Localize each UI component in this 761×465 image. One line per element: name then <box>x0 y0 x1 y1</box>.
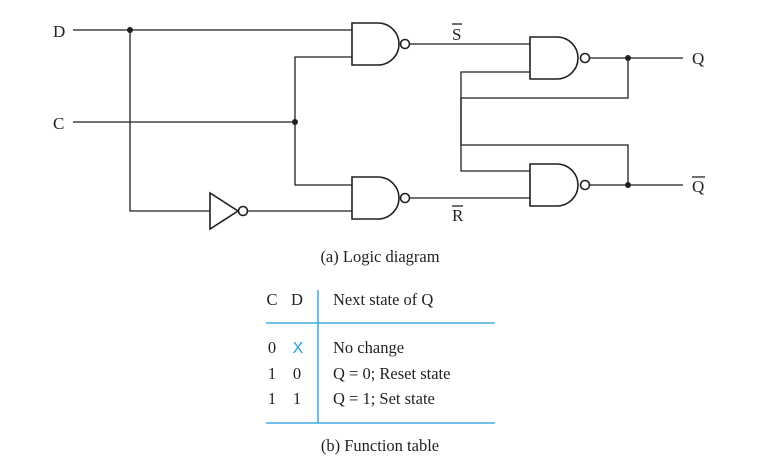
wire-c-to-top-nand <box>294 56 352 122</box>
caption-function-table: (b) Function table <box>321 436 439 455</box>
table-cell-next-state: Q = 0; Reset state <box>333 364 450 383</box>
table-row: 1 1 Q = 1; Set state <box>268 389 435 408</box>
wire-c-to-bottom-nand <box>294 122 352 186</box>
nand-gate-top-latch <box>529 36 591 80</box>
table-cell-d: 0 <box>293 364 301 383</box>
table-cell-c: 1 <box>268 364 276 383</box>
input-d-label: D <box>53 22 65 41</box>
table-header-d: D <box>291 290 303 309</box>
table-cell-next-state: No change <box>333 338 404 357</box>
function-table: C D Next state of Q 0 X No change 1 0 Q … <box>266 290 495 424</box>
table-header-c: C <box>266 290 277 309</box>
signal-r-bar-label: R <box>452 206 464 225</box>
table-row: 1 0 Q = 0; Reset state <box>268 364 451 383</box>
caption-logic-diagram: (a) Logic diagram <box>320 247 439 266</box>
input-c-label: C <box>53 114 64 133</box>
table-cell-c: 1 <box>268 389 276 408</box>
nand-gate-top-input <box>351 22 411 66</box>
table-cell-c: 0 <box>268 338 276 357</box>
table-cell-next-state: Q = 1; Set state <box>333 389 435 408</box>
nand-gate-bottom-latch <box>529 163 591 207</box>
output-q-label: Q <box>692 49 704 68</box>
nand-gate-bottom-input <box>351 176 411 220</box>
table-row: 0 X No change <box>268 338 404 357</box>
inverter-gate <box>209 191 249 231</box>
signal-s-bar-label: S <box>452 25 461 44</box>
table-cell-d: 1 <box>293 389 301 408</box>
logic-diagram: D C S R <box>53 22 705 231</box>
output-q-bar-label: Q <box>692 177 704 196</box>
table-cell-d: X <box>293 340 304 357</box>
wire-d-to-inverter <box>129 30 210 212</box>
table-header-next-state: Next state of Q <box>333 290 433 309</box>
feedback-q-bar-to-top-latch <box>460 71 629 185</box>
